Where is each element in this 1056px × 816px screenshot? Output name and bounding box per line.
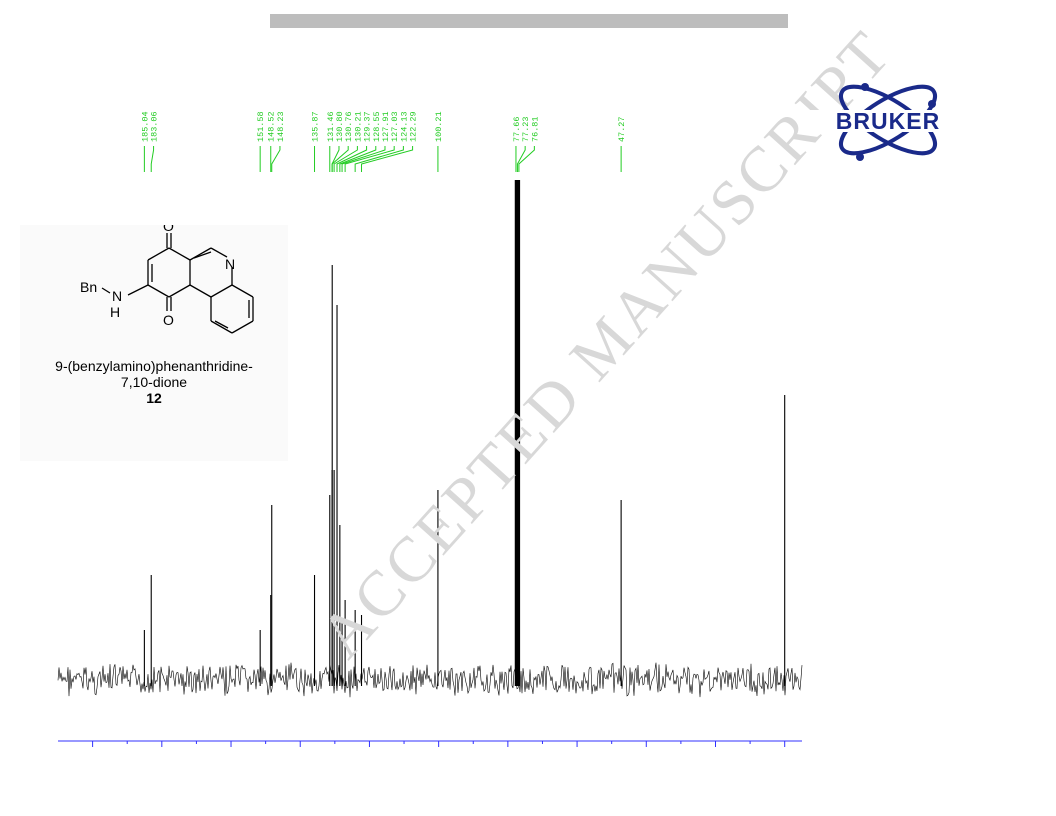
peak-label: 131.46 [326,111,336,142]
peak-label: 148.52 [267,111,277,142]
peak-label: 122.29 [409,111,419,142]
peak-label: 148.23 [276,111,286,142]
peak-label: 76.81 [530,116,540,142]
peak-label: 128.55 [372,111,382,142]
peak-label: 183.06 [150,111,160,142]
peak-label: 130.21 [353,111,363,142]
peak-label-connector [354,146,404,172]
compound-number: 12 [146,390,162,406]
peak-label-connector [271,146,281,172]
label-nh-n: N [112,288,122,304]
peak-label-connector [344,146,395,172]
peak-label: 77.23 [521,116,531,142]
label-o-top: O [163,225,174,234]
peak-label-connector [336,146,368,172]
bruker-logo: BRUKER [806,83,970,161]
label-n-ring: N [225,256,235,272]
peak-label: 47.27 [617,116,627,142]
structure-panel: O O N Bn N H [20,218,288,461]
bruker-logo-text: BRUKER [836,108,940,134]
peak-label: 129.37 [363,111,373,142]
chemical-structure: O O N Bn N H [80,218,254,334]
baseline-noise [57,662,803,698]
compound-name-line2: 7,10-dione [120,374,188,390]
peak-label: 135.87 [311,111,321,142]
compound-name-line1: 9-(benzylamino)phenanthridine- [55,358,253,374]
peak-label: 77.66 [512,116,522,142]
peak-label-connector [339,146,377,172]
peak-label-connector [518,146,535,172]
peak-label-connector [150,146,155,172]
label-bn: Bn [80,279,97,295]
label-connectors [143,146,622,172]
peak-label: 185.04 [140,111,150,142]
label-nh-h: H [110,304,120,320]
top-bar [270,14,788,28]
peak-label-connector [516,146,526,172]
peak-label-connector [331,146,349,172]
peak-label-connector [333,146,358,172]
peak-label: 130.80 [335,111,345,142]
x-axis-ticks [92,741,786,747]
peak-label: 130.76 [344,111,354,142]
peak-label-connector [341,146,386,172]
peak-label: 127.03 [390,111,400,142]
peaks [143,180,786,686]
peak-label: 127.91 [381,111,391,142]
peak-label: 100.21 [434,111,444,142]
peak-label: 124.13 [399,111,409,142]
peak-label-connector [361,146,414,172]
label-o-bottom: O [163,312,174,328]
peak-label: 151.58 [256,111,266,142]
compound-name: 9-(benzylamino)phenanthridine- 7,10-dion… [20,358,288,406]
